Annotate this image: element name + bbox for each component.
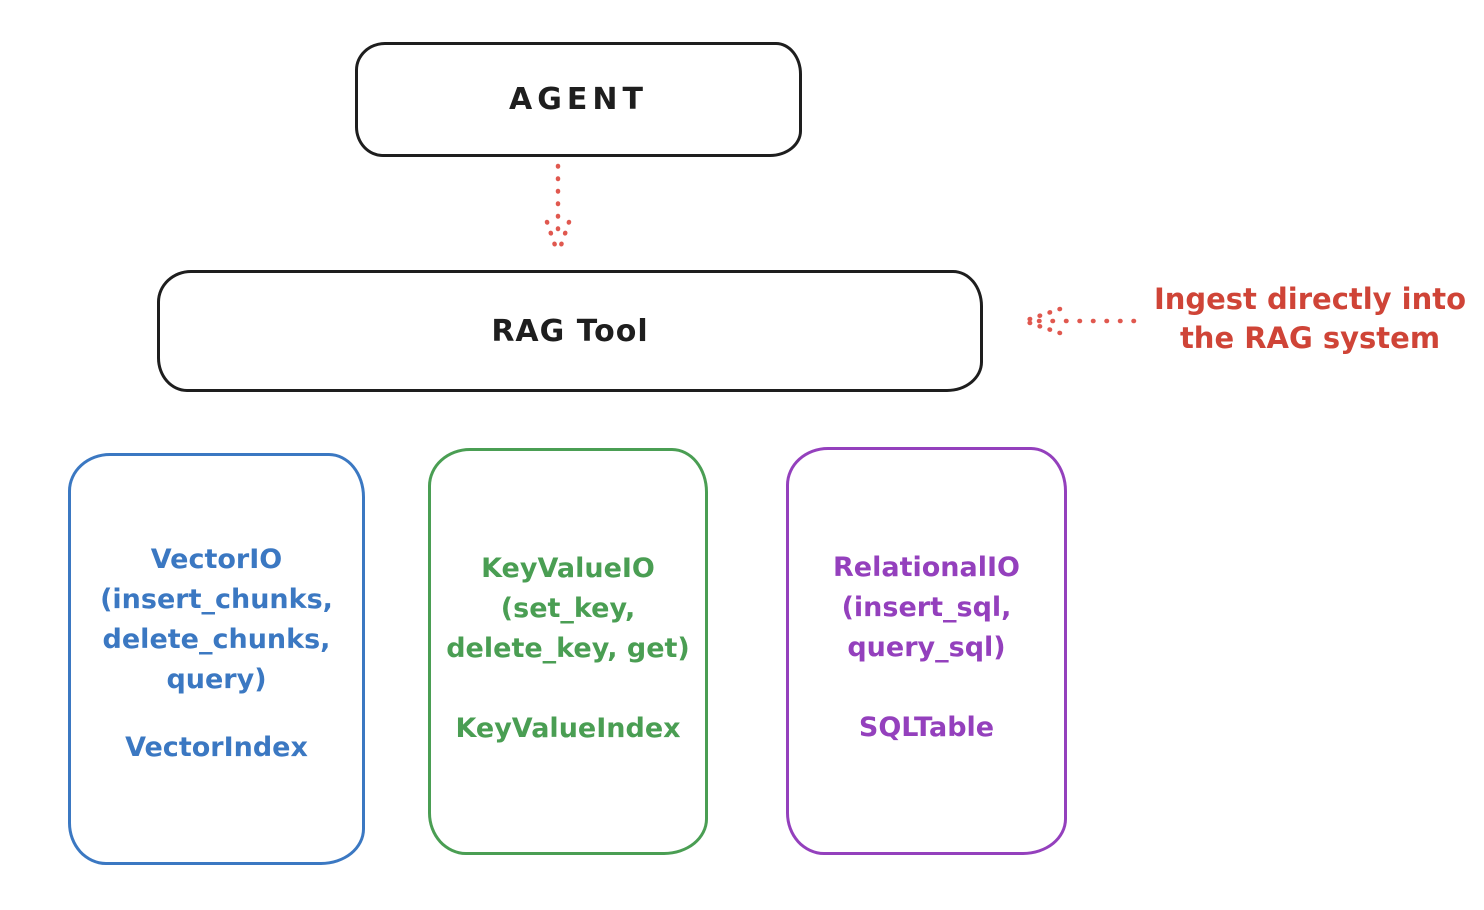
annotation-line-1: Ingest directly into [1153, 282, 1467, 316]
vector-io-line-1: VectorIO [150, 544, 283, 575]
vector-io-title: VectorIO (insert_chunks, delete_chunks, … [71, 456, 362, 768]
relational-io-line-3: query_sql) [847, 632, 1006, 663]
key-value-io-line-2: (set_key, [500, 593, 636, 624]
node-agent: AGENT [355, 42, 802, 157]
arrow-agent-to-ragtool-icon [544, 163, 572, 257]
node-relational-io: RelationalIO (insert_sql, query_sql) SQL… [786, 447, 1067, 855]
annotation-ingest-note: Ingest directly into the RAG system [1140, 280, 1480, 358]
key-value-io-title: KeyValueIO (set_key, delete_key, get) Ke… [431, 451, 705, 749]
annotation-line-2: the RAG system [1179, 321, 1441, 355]
vector-io-line-4: query) [166, 664, 267, 695]
node-agent-label: AGENT [509, 82, 648, 117]
relational-io-line-1: RelationalIO [833, 552, 1020, 583]
vector-io-line-3: delete_chunks, [102, 624, 331, 655]
arrow-annotation-to-rag-tool-icon [1021, 306, 1137, 336]
node-rag-tool: RAG Tool [157, 270, 983, 392]
relational-io-title: RelationalIO (insert_sql, query_sql) SQL… [789, 450, 1064, 748]
node-rag-tool-label: RAG Tool [491, 313, 649, 349]
vector-io-line-2: (insert_chunks, [100, 584, 333, 615]
key-value-io-line-3: delete_key, get) [446, 633, 690, 664]
key-value-index-label: KeyValueIndex [455, 713, 681, 744]
relational-io-line-2: (insert_sql, [841, 592, 1012, 623]
node-key-value-io: KeyValueIO (set_key, delete_key, get) Ke… [428, 448, 708, 855]
vector-index-label: VectorIndex [125, 732, 308, 763]
sql-table-label: SQLTable [858, 712, 995, 743]
key-value-io-line-1: KeyValueIO [481, 553, 655, 584]
node-vector-io: VectorIO (insert_chunks, delete_chunks, … [68, 453, 365, 865]
